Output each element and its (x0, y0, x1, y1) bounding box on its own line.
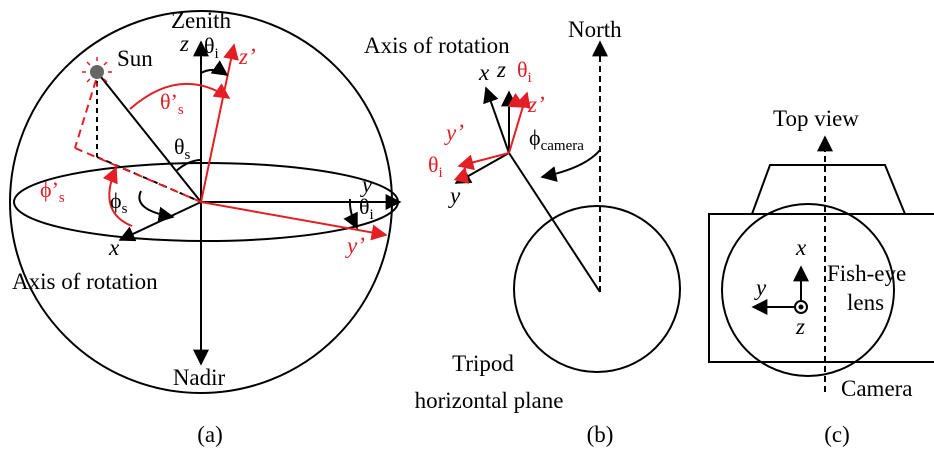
y-prime-label: y’ (345, 233, 365, 258)
zenith-label: Zenith (171, 8, 232, 33)
phi-s-prime-arc (102, 166, 133, 227)
theta-s-arc (175, 159, 202, 172)
theta-i-right-label: θi (359, 194, 374, 223)
tripod-label: Tripod (452, 351, 514, 376)
x-axis-line (118, 201, 202, 242)
phi-s-prime-label: ϕ’s (40, 177, 65, 206)
nadir-label: Nadir (173, 365, 226, 390)
z-prime-axis-line (200, 43, 239, 203)
lens-label: lens (847, 290, 884, 315)
axis-of-rotation-label: Axis of rotation (12, 269, 158, 294)
caption-c: (c) (824, 422, 850, 447)
caption-b: (b) (587, 422, 614, 447)
panel-a: Zenith Nadir Sun Axis of rotation z z’ θ… (9, 8, 402, 447)
fisheye-label: Fish-eye (827, 261, 906, 286)
z-label: z (179, 31, 189, 56)
rotation-axis-line (508, 152, 601, 293)
x-axis-b-line (483, 86, 510, 154)
camera-label: Camera (841, 376, 913, 401)
z-prime-b-label: z’ (527, 92, 545, 117)
y-prime-b-label: y’ (444, 120, 464, 145)
x-b-label: x (478, 60, 490, 85)
sun-icon (82, 57, 112, 87)
phi-camera-label: ϕcamera (529, 125, 584, 154)
y-axis-b-line (454, 152, 510, 184)
theta-i-arc-top (200, 60, 229, 76)
theta-i-left-b-label: θi (428, 152, 443, 181)
fisheye-lens-circle (721, 203, 895, 377)
x-c-label: x (795, 235, 807, 260)
theta-s-prime-arc (129, 82, 231, 110)
z-prime-label: z’ (238, 44, 256, 69)
caption-a: (a) (197, 422, 223, 447)
y-prime-axis-line (200, 201, 388, 241)
theta-i-top-b-label: θi (517, 57, 532, 86)
y-prime-axis-b-line (457, 152, 510, 171)
y-label: y (360, 172, 373, 197)
z-prime-axis-b-line (508, 91, 531, 154)
sun-direction-line (96, 71, 202, 203)
phi-s-label: ϕs (110, 188, 128, 217)
tripod-plane-label: horizontal plane (415, 388, 564, 413)
axis-of-rotation-b-label: Axis of rotation (364, 33, 510, 58)
camera-body (708, 213, 934, 363)
z-b-label: z (496, 57, 506, 82)
theta-i-arc-b-top (507, 92, 526, 108)
north-label: North (568, 17, 622, 42)
sun-azimuth-red-dashed-line (74, 147, 202, 203)
theta-i-arc-b-left (453, 166, 470, 184)
z-c-label: z (795, 314, 805, 339)
sun-label: Sun (117, 46, 153, 71)
z-out-of-plane-icon (794, 300, 808, 314)
phi-s-arc (138, 190, 175, 223)
top-view-label: Top view (773, 106, 859, 131)
y-c-label: y (754, 275, 767, 300)
sun-projection-red-dashed-line (74, 79, 97, 149)
panel-b: Axis of rotation North x z θi z’ y’ θi y… (364, 17, 681, 447)
camera-viewfinder (751, 164, 906, 215)
tripod-circle (513, 205, 681, 373)
x-label: x (108, 235, 120, 260)
y-b-label: y (448, 183, 461, 208)
panel-c: Top view x y z Fish-eye lens Camera (c) (708, 106, 934, 447)
theta-s-label: θs (174, 134, 191, 163)
theta-s-prime-label: θ’s (160, 89, 184, 118)
theta-i-arc-right (343, 198, 358, 230)
theta-i-top-label: θi (204, 33, 219, 62)
phi-camera-arc (540, 149, 601, 182)
